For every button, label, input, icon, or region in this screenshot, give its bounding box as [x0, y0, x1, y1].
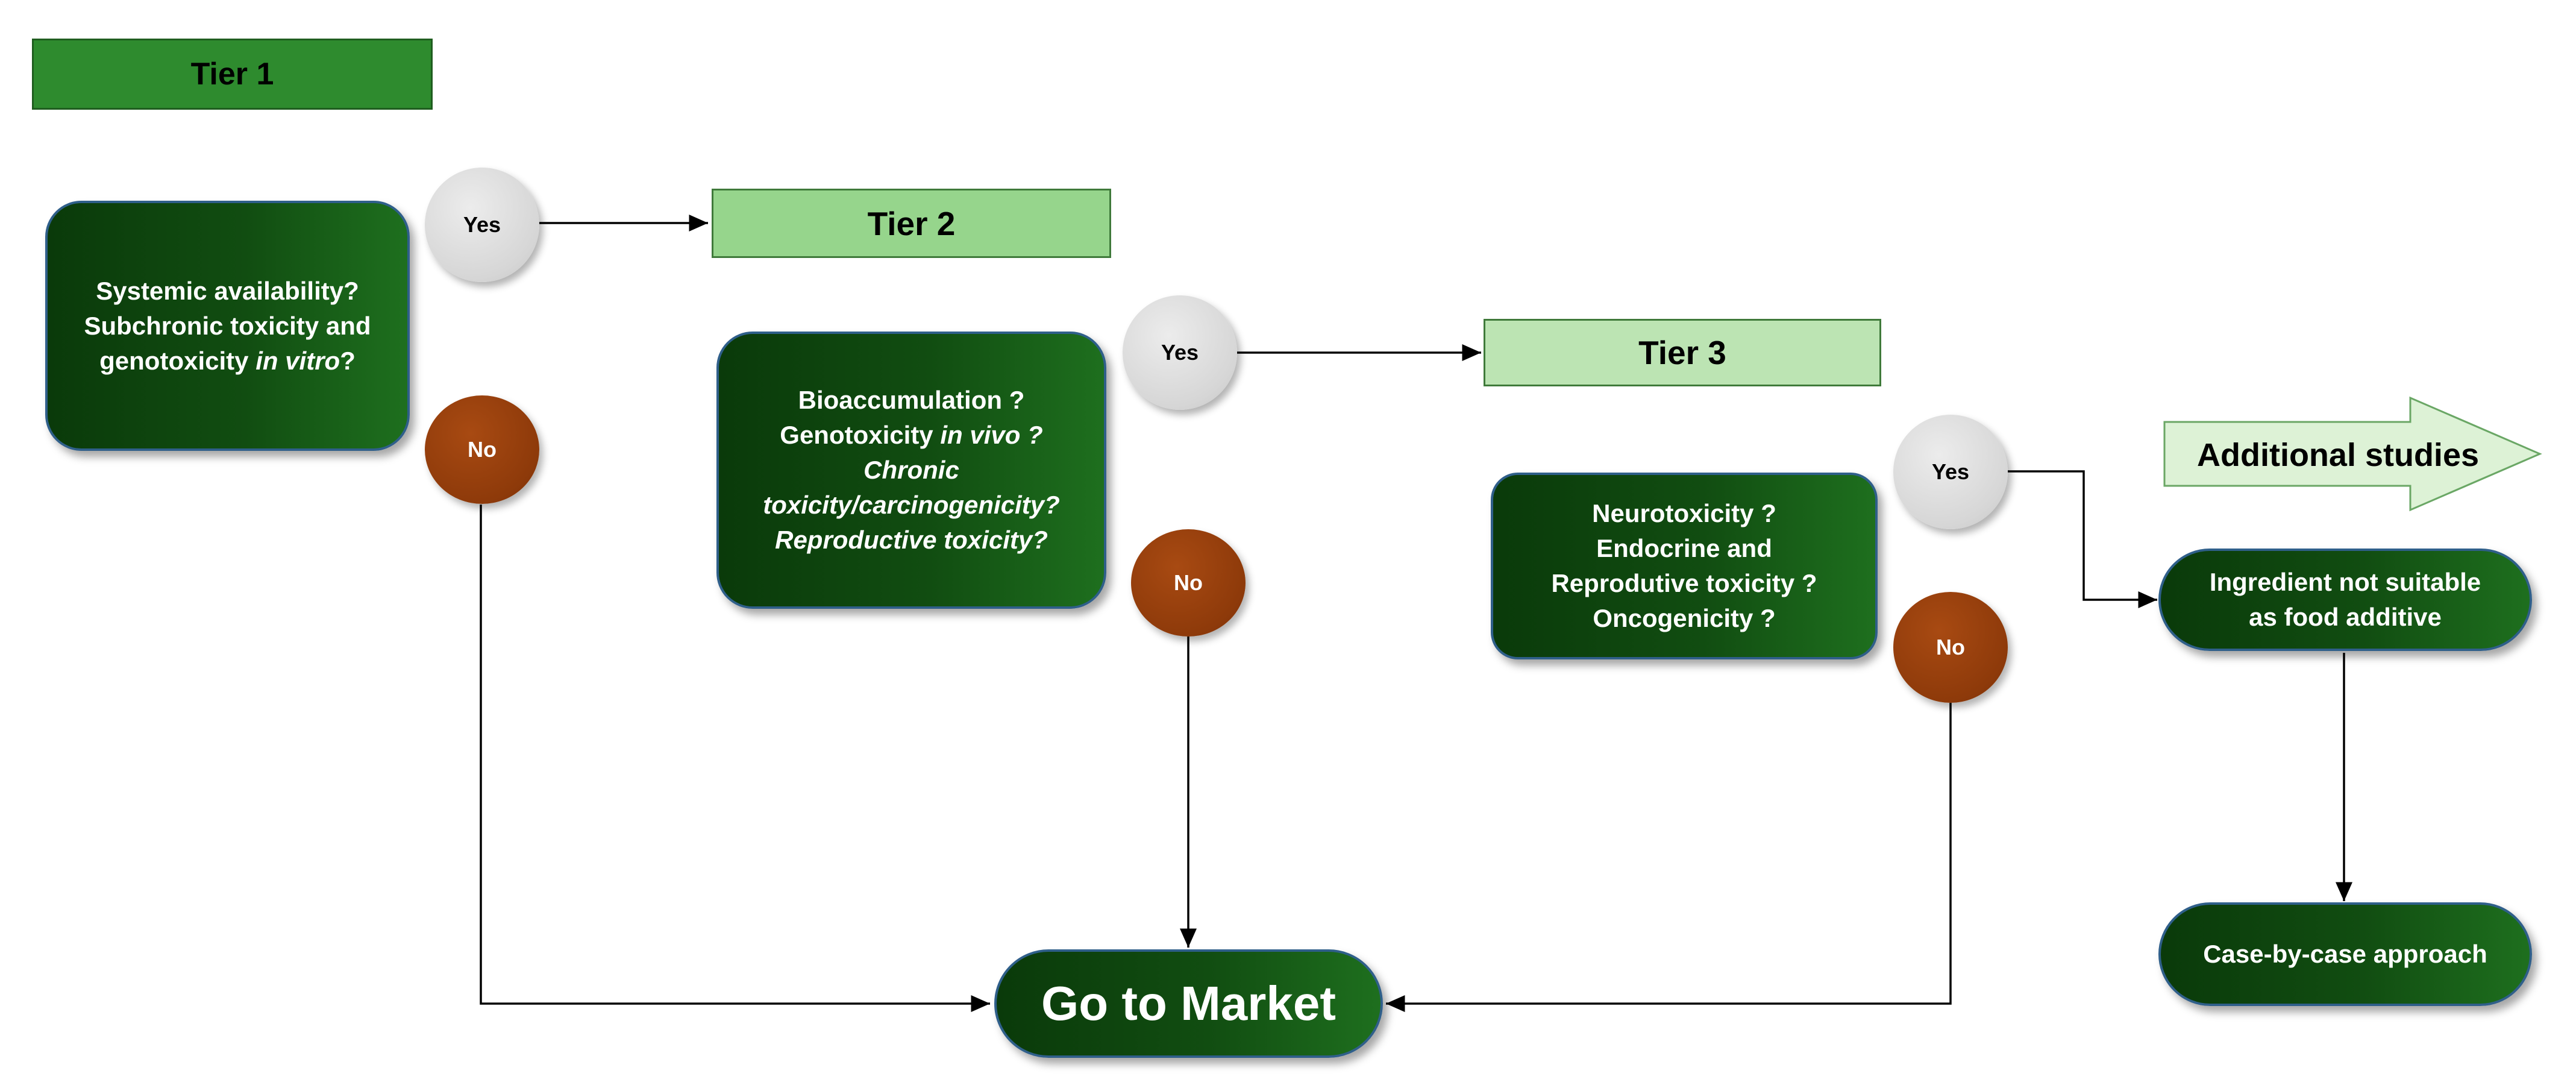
additional-studies-label: Additional studies — [2196, 437, 2480, 473]
go-to-market-box: Go to Market — [994, 949, 1383, 1058]
connector-no3-market — [1386, 703, 1952, 1012]
not-suitable-line2: as food additive — [2249, 603, 2442, 631]
tier3-question-line1: Neurotoxicity ? — [1592, 499, 1776, 527]
tier3-header: Tier 3 — [1484, 319, 1881, 386]
case-by-case-box: Case-by-case approach — [2158, 902, 2532, 1006]
no-circle-tier1: No — [425, 395, 539, 504]
additional-studies-arrow-shape — [2163, 396, 2542, 512]
tier3-question-line4: Oncogenicity ? — [1593, 604, 1776, 632]
yes-circle-tier3: Yes — [1893, 415, 2008, 529]
tier3-question-box: Neurotoxicity ? Endocrine and Reprodutiv… — [1491, 473, 1878, 659]
no-circle-tier3: No — [1893, 592, 2008, 703]
no-circle-tier2: No — [1131, 529, 1246, 637]
yes-circle-tier1: Yes — [425, 168, 539, 282]
tier2-question-line1: Bioaccumulation ? — [798, 386, 1025, 414]
tier1-question-line2: Subchronic toxicity and — [84, 311, 371, 340]
tier1-question-box: Systemic availability? Subchronic toxici… — [45, 201, 410, 451]
yes-circle-tier2: Yes — [1123, 295, 1237, 410]
tier1-question-line1: Systemic availability? — [96, 276, 359, 305]
tier2-question-line3: Chronic — [863, 456, 959, 484]
tier2-header: Tier 2 — [712, 189, 1111, 258]
tier1-question-line3: genotoxicity in vitro? — [99, 346, 356, 375]
tier2-question-line2: Genotoxicity in vivo ? — [780, 421, 1043, 449]
tier1-header: Tier 1 — [32, 39, 433, 110]
tier2-question-box: Bioaccumulation ? Genotoxicity in vivo ?… — [716, 332, 1106, 609]
tier2-question-line5: Reproductive toxicity? — [775, 526, 1048, 554]
connector-no1-market — [480, 505, 990, 1012]
tier3-question-line3: Reprodutive toxicity ? — [1551, 569, 1817, 597]
ingredient-not-suitable-box: Ingredient not suitable as food additive — [2158, 549, 2532, 651]
tier2-question-line4: toxicity/carcinogenicity? — [763, 491, 1060, 519]
not-suitable-line1: Ingredient not suitable — [2209, 568, 2481, 596]
connector-yes3-not-suitable — [2008, 470, 2157, 608]
tier3-question-line2: Endocrine and — [1596, 534, 1772, 562]
